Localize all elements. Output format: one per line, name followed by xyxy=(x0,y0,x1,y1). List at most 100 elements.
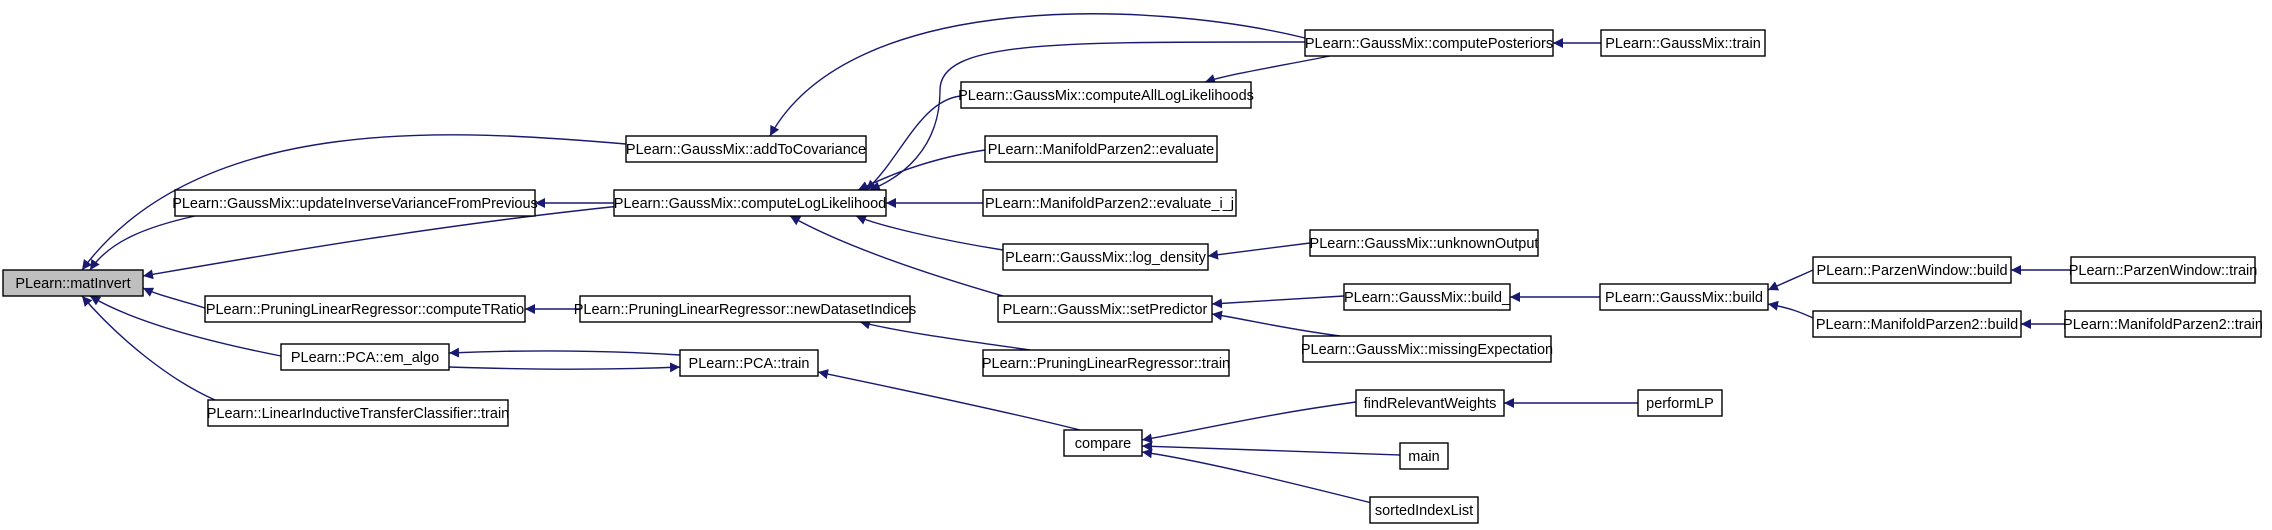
graph-node-pwBuild[interactable]: PLearn::ParzenWindow::build xyxy=(1812,256,2012,284)
edge-compPost-to-compAllLog xyxy=(1204,55,1331,84)
node-label: PLearn::matInvert xyxy=(15,276,130,292)
node-label: PLearn::ParzenWindow::train xyxy=(2069,263,2258,279)
node-box[interactable] xyxy=(679,349,819,377)
graph-node-compLogLik[interactable]: PLearn::GaussMix::computeLogLikelihood xyxy=(613,189,887,217)
edge-compAllLog-to-compLogLik xyxy=(865,95,962,191)
edge-pcaEm-to-pcaTrain xyxy=(448,362,681,373)
node-box[interactable] xyxy=(2070,256,2256,284)
node-box[interactable] xyxy=(1399,442,1449,470)
node-box[interactable] xyxy=(2,269,144,297)
edge-build_-to-setPred xyxy=(1211,295,1345,309)
node-box[interactable] xyxy=(1063,429,1143,457)
node-label: PLearn::ParzenWindow::build xyxy=(1816,263,2007,279)
graph-node-mpEvalIJ[interactable]: PLearn::ManifoldParzen2::evaluate_i_j xyxy=(982,189,1237,217)
node-box[interactable] xyxy=(997,295,1213,323)
node-box[interactable] xyxy=(1600,29,1766,57)
node-box[interactable] xyxy=(625,135,867,163)
node-layer: PLearn::matInvert PLearn::GaussMix::addTo… xyxy=(2,29,2263,524)
node-box[interactable] xyxy=(207,399,509,427)
graph-node-updInvVar[interactable]: PLearn::GaussMix::updateInverseVarianceF… xyxy=(172,189,538,217)
graph-node-compare[interactable]: compare xyxy=(1063,429,1143,457)
node-label: PLearn::ManifoldParzen2::train xyxy=(2063,317,2263,333)
node-box[interactable] xyxy=(1369,496,1479,524)
node-label: performLP xyxy=(1646,396,1714,412)
edge-litcTrain-to-matInvert xyxy=(81,295,216,401)
graph-node-performLP[interactable]: performLP xyxy=(1637,389,1723,417)
node-box[interactable] xyxy=(1343,283,1511,311)
graph-node-pruneTrain[interactable]: PLearn::PruningLinearRegressor::train xyxy=(982,349,1230,377)
node-box[interactable] xyxy=(579,295,911,323)
node-box[interactable] xyxy=(1002,243,1209,271)
edge-logDensity-to-compLogLik xyxy=(855,215,1004,251)
graph-node-compPost[interactable]: PLearn::GaussMix::computePosteriors xyxy=(1304,29,1554,57)
graph-node-mpEval[interactable]: PLearn::ManifoldParzen2::evaluate xyxy=(984,135,1218,163)
graph-node-litcTrain[interactable]: PLearn::LinearInductiveTransferClassifie… xyxy=(207,399,510,427)
graph-node-missingExp[interactable]: PLearn::GaussMix::missingExpectation xyxy=(1301,335,1553,363)
edge-layer xyxy=(81,13,2071,506)
node-label: PLearn::GaussMix::unknownOutput xyxy=(1310,236,1539,252)
graph-node-addToCov[interactable]: PLearn::GaussMix::addToCovariance xyxy=(625,135,867,163)
node-label: PLearn::GaussMix::updateInverseVarianceF… xyxy=(172,196,538,212)
node-box[interactable] xyxy=(982,349,1230,377)
graph-node-newDataset[interactable]: PLearn::PruningLinearRegressor::newDatas… xyxy=(574,295,917,323)
edge-sortedIdx-to-compare xyxy=(1141,448,1381,506)
node-label: PLearn::GaussMix::addToCovariance xyxy=(626,142,866,158)
node-label: PLearn::PCA::train xyxy=(689,356,810,372)
node-label: sortedIndexList xyxy=(1375,503,1473,519)
graph-node-pcaTrain[interactable]: PLearn::PCA::train xyxy=(679,349,819,377)
node-box[interactable] xyxy=(1812,310,2022,338)
node-box[interactable] xyxy=(1309,229,1539,257)
graph-node-gmBuild[interactable]: PLearn::GaussMix::build xyxy=(1599,283,1769,311)
node-box[interactable] xyxy=(1812,256,2012,284)
node-label: PLearn::GaussMix::log_density xyxy=(1005,250,1206,266)
node-box[interactable] xyxy=(2064,310,2262,338)
graph-node-unknownOut[interactable]: PLearn::GaussMix::unknownOutput xyxy=(1309,229,1539,257)
edge-pwBuild-to-gmBuild xyxy=(1767,269,1814,291)
graph-node-main[interactable]: main xyxy=(1399,442,1449,470)
node-label: PLearn::GaussMix::setPredictor xyxy=(1003,302,1208,318)
edge-setPred-to-compLogLik xyxy=(789,215,1004,297)
node-box[interactable] xyxy=(1599,283,1769,311)
graph-node-sortedIdx[interactable]: sortedIndexList xyxy=(1369,496,1479,524)
graph-node-mp2Build[interactable]: PLearn::ManifoldParzen2::build xyxy=(1812,310,2022,338)
graph-node-mp2Train[interactable]: PLearn::ManifoldParzen2::train xyxy=(2063,310,2263,338)
edge-mp2Build-to-gmBuild xyxy=(1767,300,1814,319)
graph-node-build_[interactable]: PLearn::GaussMix::build_ xyxy=(1343,283,1511,311)
graph-node-matInvert[interactable]: PLearn::matInvert xyxy=(2,269,144,297)
node-box[interactable] xyxy=(982,189,1237,217)
node-label: PLearn::GaussMix::build xyxy=(1605,290,1763,306)
graph-node-pwTrain[interactable]: PLearn::ParzenWindow::train xyxy=(2069,256,2258,284)
node-label: PLearn::ManifoldParzen2::evaluate xyxy=(988,142,1215,158)
graph-node-logDensity[interactable]: PLearn::GaussMix::log_density xyxy=(1002,243,1209,271)
graph-node-pcaEm[interactable]: PLearn::PCA::em_algo xyxy=(280,343,450,371)
node-box[interactable] xyxy=(1302,335,1552,363)
node-box[interactable] xyxy=(984,135,1218,163)
node-box[interactable] xyxy=(1304,29,1554,57)
graph-node-pruneTRatio[interactable]: PLearn::PruningLinearRegressor::computeT… xyxy=(204,295,526,323)
node-box[interactable] xyxy=(1355,389,1505,417)
node-box[interactable] xyxy=(960,81,1252,109)
edge-unknownOut-to-logDensity xyxy=(1207,242,1311,260)
node-label: PLearn::LinearInductiveTransferClassifie… xyxy=(207,406,510,422)
edge-addToCov-to-matInvert xyxy=(81,134,627,271)
node-box[interactable] xyxy=(613,189,887,217)
edge-pcaEm-to-matInvert xyxy=(89,295,282,357)
node-box[interactable] xyxy=(1637,389,1723,417)
edge-compPost-to-addToCov xyxy=(769,13,1306,137)
node-label: findRelevantWeights xyxy=(1364,396,1497,412)
node-label: PLearn::ManifoldParzen2::evaluate_i_j xyxy=(985,196,1234,212)
node-label: compare xyxy=(1075,436,1131,452)
node-box[interactable] xyxy=(174,189,536,217)
node-label: main xyxy=(1408,449,1439,465)
node-box[interactable] xyxy=(204,295,526,323)
node-box[interactable] xyxy=(280,343,450,371)
node-label: PLearn::GaussMix::computePosteriors xyxy=(1305,36,1553,52)
graph-node-setPred[interactable]: PLearn::GaussMix::setPredictor xyxy=(997,295,1213,323)
edge-compPost-to-compLogLik xyxy=(869,41,1306,191)
edge-missingExp-to-setPred xyxy=(1211,310,1341,337)
edge-updInvVar-to-matInvert xyxy=(89,215,196,271)
graph-node-compAllLog[interactable]: PLearn::GaussMix::computeAllLogLikelihoo… xyxy=(958,81,1254,109)
node-label: PLearn::PCA::em_algo xyxy=(291,350,439,366)
graph-node-gmTrain[interactable]: PLearn::GaussMix::train xyxy=(1600,29,1766,57)
graph-node-findRel[interactable]: findRelevantWeights xyxy=(1355,389,1505,417)
